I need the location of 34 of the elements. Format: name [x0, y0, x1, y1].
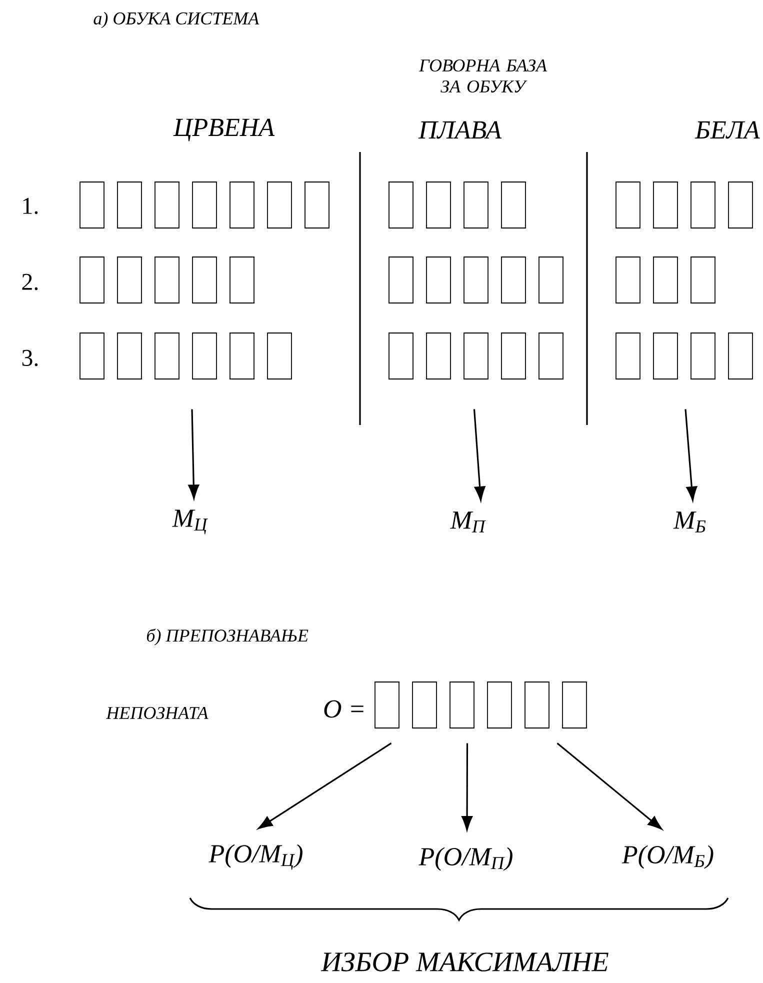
model-label: M$_{Б}$	[673, 512, 706, 532]
box-sequence	[616, 256, 716, 304]
arrow	[462, 743, 472, 830]
box-sequence	[388, 256, 564, 304]
section-heading: б) ПРЕПОЗНАВАЊЕ	[146, 628, 308, 646]
column-heading: ПЛАВА	[418, 121, 502, 139]
box-sequence	[80, 256, 254, 304]
model-label: P(O/M$_{П}$)	[418, 847, 512, 871]
box-sequence	[374, 682, 587, 728]
annotation: ГОВОРНА БАЗА ЗА ОБУКУ	[418, 59, 548, 93]
box-sequence	[388, 332, 564, 380]
equation-label: O =	[324, 700, 364, 718]
arrow	[684, 409, 698, 501]
model-label: P(O/M$_{Ц}$)	[208, 844, 302, 870]
section-heading: а) ОБУКА СИСТЕМА	[94, 12, 260, 28]
box-sequence	[616, 332, 753, 380]
box-sequence	[80, 182, 330, 228]
column-heading: ЦРВЕНА	[173, 118, 275, 142]
box-sequence	[616, 182, 753, 228]
row-number: 3.	[22, 350, 38, 366]
arrow	[556, 742, 662, 830]
caption: ИЗБОР МАКСИМАЛНЕ	[320, 952, 608, 972]
box-sequence	[388, 182, 526, 228]
model-label: M$_{Ц}$	[172, 510, 208, 534]
caption: НЕПОЗНАТА	[106, 706, 208, 720]
column-heading: БЕЛА	[694, 121, 760, 139]
arrow	[258, 742, 392, 829]
row-number: 2.	[22, 274, 38, 290]
model-label: M$_{П}$	[450, 512, 486, 532]
arrow	[473, 409, 486, 501]
row-number: 1.	[23, 198, 38, 214]
model-label: P(O/M$_{Б}$)	[622, 845, 714, 869]
box-sequence	[80, 332, 292, 380]
arrow	[188, 409, 200, 499]
